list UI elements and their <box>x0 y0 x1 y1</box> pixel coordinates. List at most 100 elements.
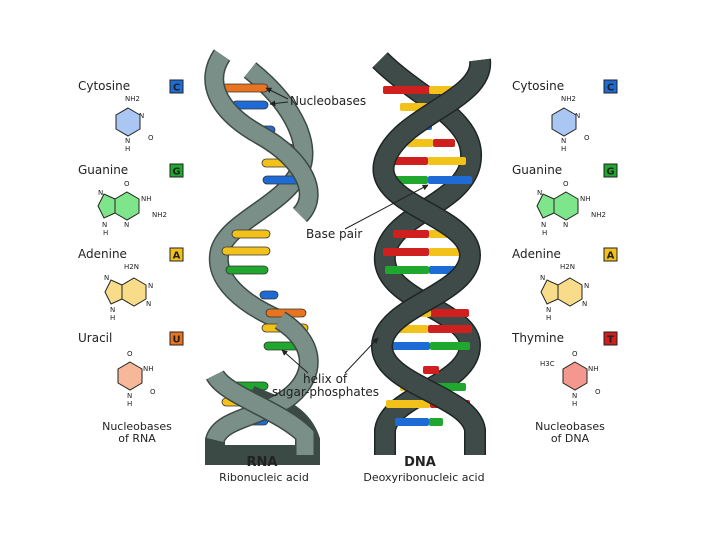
left-guanine-atom: NH2 <box>152 211 167 219</box>
right-adenine-atom: N <box>540 274 545 282</box>
dna-base-thymine <box>390 157 428 165</box>
rna-helix <box>204 49 320 465</box>
right-thymine-atom: O <box>595 388 601 396</box>
left-guanine-structure-ring6 <box>114 191 140 221</box>
dna-base-guanine <box>429 418 443 426</box>
rna-title-block: RNA Ribonucleic acid <box>219 455 309 484</box>
rna-subtitle: Ribonucleic acid <box>219 471 309 484</box>
left-guanine-letter: G <box>172 167 180 178</box>
left-uracil-label: Uracil <box>78 331 112 345</box>
right-cytosine-entry: Cytosine C NH2 N N H O <box>512 79 618 153</box>
dna-base-guanine <box>430 342 470 350</box>
left-uracil-atom: NH <box>143 365 154 373</box>
left-adenine-atom: N <box>110 306 115 314</box>
left-adenine-atom: N <box>104 274 109 282</box>
dna-base-thymine <box>433 139 455 147</box>
left-guanine-label: Guanine <box>78 163 128 177</box>
right-thymine-atom: O <box>572 350 578 358</box>
left-uracil-atom: O <box>150 388 156 396</box>
dna-base-thymine <box>393 230 429 238</box>
right-guanine-entry: Guanine G O N NH N N NH2 H <box>512 163 618 237</box>
left-cytosine-label: Cytosine <box>78 79 130 93</box>
right-guanine-structure-ring6 <box>553 191 579 221</box>
left-guanine-atom: N <box>102 221 107 229</box>
right-cytosine-label: Cytosine <box>512 79 564 93</box>
right-thymine-label: Thymine <box>511 331 564 345</box>
right-thymine-atom: NH <box>588 365 599 373</box>
left-cytosine-atom: N <box>139 112 144 120</box>
right-adenine-letter: A <box>607 251 615 262</box>
right-guanine-atom: N <box>541 221 546 229</box>
left-cytosine-letter: C <box>173 83 180 94</box>
left-uracil-entry: Uracil U O NH N H O <box>78 331 184 408</box>
right-thymine-atom: H <box>572 400 577 408</box>
rna-base-cytosine <box>259 290 279 300</box>
left-adenine-structure-ring5 <box>104 279 123 305</box>
dna-strand-b <box>372 58 490 455</box>
left-adenine-atom: N <box>148 282 153 290</box>
left-adenine-structure-ring6 <box>121 277 147 307</box>
right-thymine-atom: N <box>572 392 577 400</box>
right-thymine-badge <box>603 331 618 346</box>
right-caption-line1: Nucleobases <box>535 420 605 433</box>
helix-arrow-dna <box>344 337 379 374</box>
left-adenine-badge <box>169 247 184 262</box>
rna-backbone-front-1 <box>205 50 318 222</box>
dna-base-adenine <box>407 139 433 147</box>
right-cytosine-letter: C <box>607 83 614 94</box>
rna-backbone-front-2 <box>206 312 318 444</box>
right-guanine-atom: H <box>542 229 547 237</box>
left-guanine-atom: H <box>103 229 108 237</box>
rna-base-adenine <box>231 229 271 239</box>
base-pair-arrow <box>344 184 429 230</box>
right-cytosine-atom: N <box>575 112 580 120</box>
dna-base-thymine <box>431 309 469 317</box>
right-guanine-atom: NH <box>580 195 591 203</box>
right-thymine-entry: Thymine T O H3C NH N H O <box>511 331 618 408</box>
dna-base-cytosine <box>384 342 430 350</box>
right-guanine-letter: G <box>606 167 614 178</box>
right-adenine-atom: H2N <box>560 263 575 271</box>
nucleobases-arrow-2 <box>269 100 289 107</box>
right-adenine-structure-ring6 <box>557 277 583 307</box>
rna-base-uracil <box>221 83 269 93</box>
dna-subtitle: Deoxyribonucleic acid <box>363 471 484 484</box>
right-adenine-atom: H <box>546 314 551 322</box>
right-guanine-atom: N <box>563 221 568 229</box>
left-guanine-atom: NH <box>141 195 152 203</box>
helix-annotation-line1: helix of <box>303 372 348 386</box>
left-adenine-atom: N <box>146 300 151 308</box>
dna-base-cytosine <box>428 176 472 184</box>
left-cytosine-atom: O <box>148 134 154 142</box>
right-guanine-badge <box>603 163 618 178</box>
dna-base-thymine <box>423 366 439 374</box>
right-guanine-structure-ring5 <box>536 193 555 219</box>
right-guanine-label: Guanine <box>512 163 562 177</box>
right-base-panel: Cytosine C NH2 N N H O Guanine G O N NH … <box>511 79 618 445</box>
rna-base-guanine <box>225 265 269 275</box>
dna-base-guanine <box>385 266 429 274</box>
dna-base-adenine <box>428 157 466 165</box>
left-guanine-entry: Guanine G O N NH N N NH2 H <box>78 163 184 237</box>
dna-title: DNA <box>404 455 436 470</box>
right-thymine-structure <box>562 361 588 391</box>
right-guanine-atom: O <box>563 180 569 188</box>
right-cytosine-atom: N <box>561 137 566 145</box>
left-caption-line2: of RNA <box>118 432 156 445</box>
right-thymine-letter: T <box>607 335 614 346</box>
right-guanine-atom: NH2 <box>591 211 606 219</box>
left-cytosine-badge <box>169 79 184 94</box>
right-caption-line2: of DNA <box>551 432 590 445</box>
left-adenine-atom: H <box>110 314 115 322</box>
left-uracil-atom: H <box>127 400 132 408</box>
left-base-panel: Cytosine C NH2 N N H O Guanine G O N NH … <box>78 79 184 445</box>
dna-base-thymine <box>383 86 429 94</box>
left-caption-line1: Nucleobases <box>102 420 172 433</box>
left-uracil-letter: U <box>172 335 180 346</box>
nucleobases-annotation: Nucleobases <box>290 94 366 108</box>
right-cytosine-atom: H <box>561 145 566 153</box>
left-adenine-label: Adenine <box>78 247 127 261</box>
base-pair-annotation: Base pair <box>306 227 362 241</box>
right-adenine-atom: N <box>582 300 587 308</box>
